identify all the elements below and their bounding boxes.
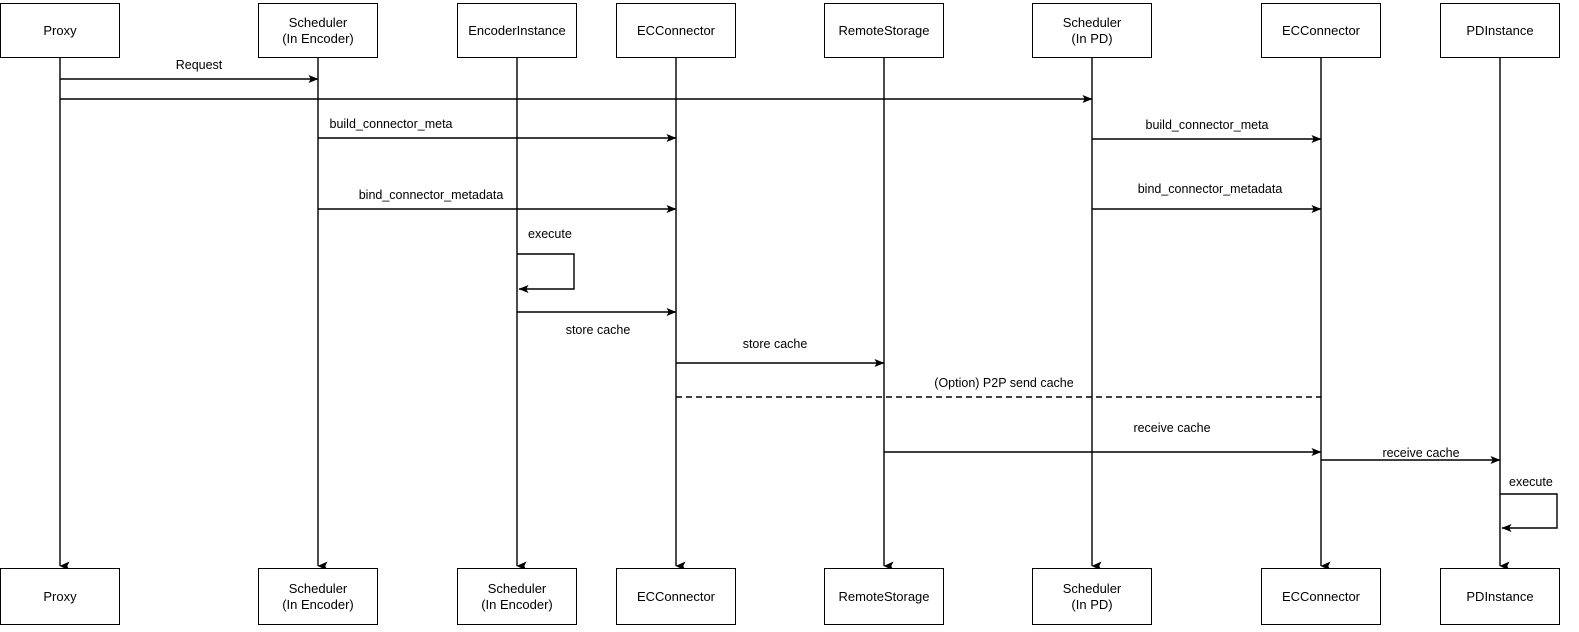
- participant-footer-encoder-instance[interactable]: Scheduler(In Encoder): [457, 568, 577, 625]
- participant-header-ecconnector-right[interactable]: ECConnector: [1261, 3, 1381, 58]
- participant-name-line1: PDInstance: [1466, 588, 1534, 604]
- self-call-group: [517, 253, 1558, 532]
- message-label-m3: build_connector_meta: [329, 117, 453, 131]
- participant-name-line2: (In PD): [1071, 596, 1113, 612]
- participant-header-remote-storage[interactable]: RemoteStorage: [824, 3, 944, 58]
- participant-footer-proxy[interactable]: Proxy: [0, 568, 120, 625]
- participant-name-line1: RemoteStorage: [838, 22, 930, 38]
- participant-name-line1: ECConnector: [636, 22, 716, 38]
- participant-name-line1: Scheduler: [1062, 580, 1122, 596]
- participant-header-ecconnector-left[interactable]: ECConnector: [616, 3, 736, 58]
- message-label-m4: build_connector_meta: [1145, 118, 1269, 132]
- participant-name-line1: Scheduler: [1062, 14, 1122, 30]
- participant-footer-scheduler-encoder[interactable]: Scheduler(In Encoder): [258, 568, 378, 625]
- self-call-loop-s2: [1500, 493, 1558, 532]
- participant-header-pd-instance[interactable]: PDInstance: [1440, 3, 1560, 58]
- participant-name-line1: Proxy: [43, 22, 77, 38]
- participant-name-line1: Scheduler: [288, 580, 348, 596]
- lifelines-group: [59, 58, 1510, 571]
- participant-footer-ecconnector-right[interactable]: ECConnector: [1261, 568, 1381, 625]
- message-label-m6: bind_connector_metadata: [1137, 182, 1283, 196]
- participant-footer-scheduler-pd[interactable]: Scheduler(In PD): [1032, 568, 1152, 625]
- message-label-m10: receive cache: [1133, 421, 1211, 435]
- participant-name-line1: EncoderInstance: [468, 22, 566, 38]
- participant-header-encoder-instance[interactable]: EncoderInstance: [457, 3, 577, 58]
- messages-group: [60, 75, 1501, 464]
- participant-footer-remote-storage[interactable]: RemoteStorage: [824, 568, 944, 625]
- participant-name-line2: (In Encoder): [282, 30, 354, 46]
- participant-name-line1: PDInstance: [1466, 22, 1534, 38]
- self-call-label-s1: execute: [528, 227, 572, 241]
- message-label-m8: store cache: [742, 337, 808, 351]
- participant-name-line2: (In PD): [1071, 30, 1113, 46]
- participant-name-line1: ECConnector: [1281, 588, 1361, 604]
- participant-name-line1: Scheduler: [487, 580, 547, 596]
- message-label-m1: Request: [175, 58, 223, 72]
- participant-footer-ecconnector-left[interactable]: ECConnector: [616, 568, 736, 625]
- self-call-label-s2: execute: [1509, 475, 1553, 489]
- message-label-m11: receive cache: [1382, 446, 1460, 460]
- participant-header-proxy[interactable]: Proxy: [0, 3, 120, 58]
- participant-name-line1: Proxy: [43, 588, 77, 604]
- participant-footer-pd-instance[interactable]: PDInstance: [1440, 568, 1560, 625]
- message-label-m7: store cache: [565, 323, 631, 337]
- participant-name-line2: (In Encoder): [481, 596, 553, 612]
- participant-name-line1: ECConnector: [1281, 22, 1361, 38]
- message-label-m5: bind_connector_metadata: [358, 188, 504, 202]
- participant-header-scheduler-pd[interactable]: Scheduler(In PD): [1032, 3, 1152, 58]
- message-label-m9: (Option) P2P send cache: [934, 376, 1074, 390]
- participant-header-scheduler-encoder[interactable]: Scheduler(In Encoder): [258, 3, 378, 58]
- self-call-loop-s1: [517, 253, 575, 293]
- participant-name-line1: RemoteStorage: [838, 588, 930, 604]
- participant-name-line1: Scheduler: [288, 14, 348, 30]
- participant-name-line1: ECConnector: [636, 588, 716, 604]
- participant-name-line2: (In Encoder): [282, 596, 354, 612]
